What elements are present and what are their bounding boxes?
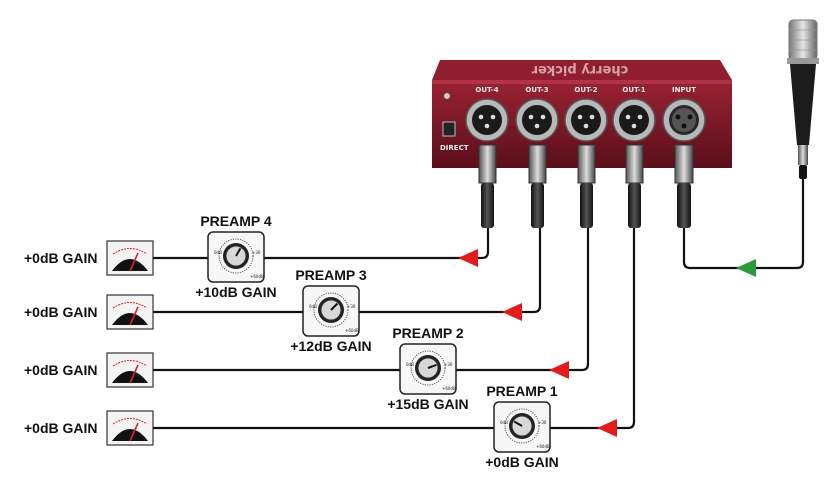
gain-knob-icon[interactable]: 0dB +30 +60dB xyxy=(207,231,265,283)
svg-text:+30: +30 xyxy=(252,250,261,255)
cable-out-4 xyxy=(152,228,490,260)
out-3-label: OUT-3 xyxy=(525,86,548,94)
svg-text:+60dB: +60dB xyxy=(442,386,456,391)
preamp-gain-label: +15dB GAIN xyxy=(387,396,468,412)
out-4-label: OUT-4 xyxy=(475,86,498,94)
preamps: 0dB +30 +60dB PREAMP 4 +10dB GAIN 0dB +30 +60dB… xyxy=(195,213,558,470)
cables xyxy=(152,178,805,430)
xlr-connector-icon xyxy=(478,144,497,228)
arrows xyxy=(458,249,756,437)
arrow-in xyxy=(736,259,756,277)
preamp-gain-label: +12dB GAIN xyxy=(290,338,371,354)
microphone-icon xyxy=(787,19,819,179)
vu-meter-icon xyxy=(106,294,154,330)
svg-text:+60dB: +60dB xyxy=(536,444,550,449)
vu-meter-icon xyxy=(106,410,154,446)
preamp-name: PREAMP 2 xyxy=(392,325,464,341)
meter-gain-label: +0dB GAIN xyxy=(24,420,98,436)
svg-text:+60dB: +60dB xyxy=(345,328,359,333)
cable-out-1 xyxy=(152,228,636,430)
xlr-jack-out-3[interactable] xyxy=(515,98,559,142)
svg-text:DIRECT: DIRECT xyxy=(440,144,469,152)
brand-label: cherry picker xyxy=(531,62,628,77)
meter-gain-label: +0dB GAIN xyxy=(24,304,98,320)
gain-knob-icon[interactable]: 0dB +30 +60dB xyxy=(493,401,551,453)
preamp-name: PREAMP 3 xyxy=(295,267,367,283)
power-switch xyxy=(442,121,456,137)
arrow-out-1 xyxy=(597,419,617,437)
preamp-name: PREAMP 4 xyxy=(200,213,272,229)
arrow-out-3 xyxy=(502,303,522,321)
xlr-jack-input[interactable] xyxy=(662,98,706,142)
svg-text:+30: +30 xyxy=(347,304,356,309)
splitter-device: cherry picker DIRECT OUT-4 OUT-3 OUT-2 O… xyxy=(432,60,732,168)
gain-knob-icon[interactable]: 0dB +30 +60dB xyxy=(399,343,457,395)
preamp-gain-label: +10dB GAIN xyxy=(195,284,276,300)
xlr-plugs xyxy=(478,144,694,228)
xlr-connector-icon xyxy=(674,144,694,228)
xlr-connector-icon xyxy=(625,144,644,228)
gain-knob-icon[interactable]: 0dB +30 +60dB xyxy=(302,285,360,337)
svg-text:+30: +30 xyxy=(538,420,547,425)
preamp-gain-label: +0dB GAIN xyxy=(485,454,559,470)
arrow-out-2 xyxy=(549,361,569,379)
svg-text:+60dB: +60dB xyxy=(250,274,264,279)
vu-meter-icon xyxy=(106,352,154,388)
input-label: INPUT xyxy=(672,86,696,94)
cable-out-3 xyxy=(152,228,542,314)
meter-gain-label: +0dB GAIN xyxy=(24,250,98,266)
device-top xyxy=(432,60,732,80)
svg-text:+30: +30 xyxy=(444,362,453,367)
xlr-jack-out-4[interactable] xyxy=(465,98,509,142)
cable-out-2 xyxy=(152,228,590,372)
xlr-connector-icon xyxy=(577,144,596,228)
arrow-out-4 xyxy=(458,249,478,267)
out-1-label: OUT-1 xyxy=(622,86,645,94)
svg-text:0dB: 0dB xyxy=(309,304,317,309)
vu-meter-icon xyxy=(106,240,154,276)
xlr-jack-out-1[interactable] xyxy=(612,98,656,142)
meter-gain-label: +0dB GAIN xyxy=(24,362,98,378)
svg-text:0dB: 0dB xyxy=(406,362,414,367)
xlr-connector-icon xyxy=(528,144,547,228)
cable-mic-to-input xyxy=(682,178,805,270)
svg-text:0dB: 0dB xyxy=(500,420,508,425)
xlr-jack-out-2[interactable] xyxy=(564,98,608,142)
meters: +0dB GAIN +0dB GAIN +0dB GAIN +0dB GAIN xyxy=(24,240,154,446)
out-2-label: OUT-2 xyxy=(574,86,597,94)
preamp-name: PREAMP 1 xyxy=(486,383,558,399)
svg-text:0dB: 0dB xyxy=(214,250,222,255)
